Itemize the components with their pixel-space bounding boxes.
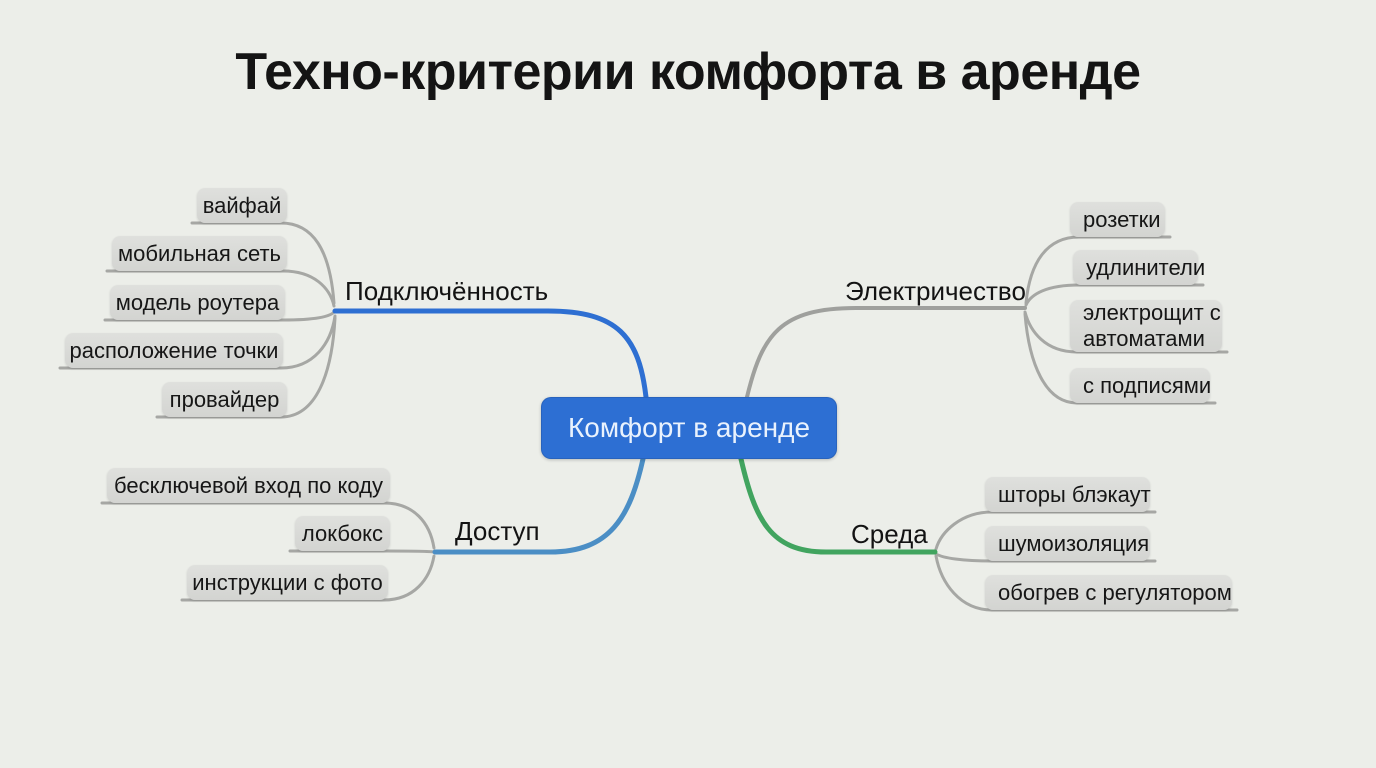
leaf-wifi[interactable]: вайфай	[197, 188, 287, 223]
leaf-breaker-labels[interactable]: с подписями	[1070, 368, 1211, 403]
leaf-provider[interactable]: провайдер	[162, 382, 287, 417]
leaf-mobile-network[interactable]: мобильная сеть	[112, 236, 287, 271]
branch-node-electricity[interactable]: Электричество	[845, 276, 1026, 306]
root-node[interactable]: Комфорт в аренде	[541, 397, 837, 459]
leaf-breaker-panel[interactable]: электрощит с автоматами	[1070, 300, 1222, 352]
leaf-heating-regulator[interactable]: обогрев с регулятором	[985, 575, 1232, 610]
leaf-keyless-entry[interactable]: бесключевой вход по коду	[107, 468, 390, 503]
leaf-soundproofing[interactable]: шумоизоляция	[985, 526, 1150, 561]
leaf-router-model[interactable]: модель роутера	[110, 285, 285, 320]
leaf-photo-instructions[interactable]: инструкции с фото	[187, 565, 388, 600]
leaf-lockbox[interactable]: локбокс	[295, 516, 390, 551]
branch-node-connectivity[interactable]: Подключённость	[345, 276, 549, 306]
branch-line-connectivity	[332, 308, 649, 400]
branch-node-access[interactable]: Доступ	[455, 516, 540, 546]
leaf-blackout-curtains[interactable]: шторы блэкаут	[985, 477, 1151, 512]
leaf-extension-cords[interactable]: удлинители	[1073, 250, 1205, 285]
branch-line-electricity	[745, 306, 1027, 399]
page-title: Техно-критерии комфорта в аренде	[235, 43, 1141, 101]
leaf-outlets[interactable]: розетки	[1070, 202, 1165, 237]
leaf-hotspot-location[interactable]: расположение точки	[65, 333, 283, 368]
branch-node-environment[interactable]: Среда	[851, 519, 928, 549]
